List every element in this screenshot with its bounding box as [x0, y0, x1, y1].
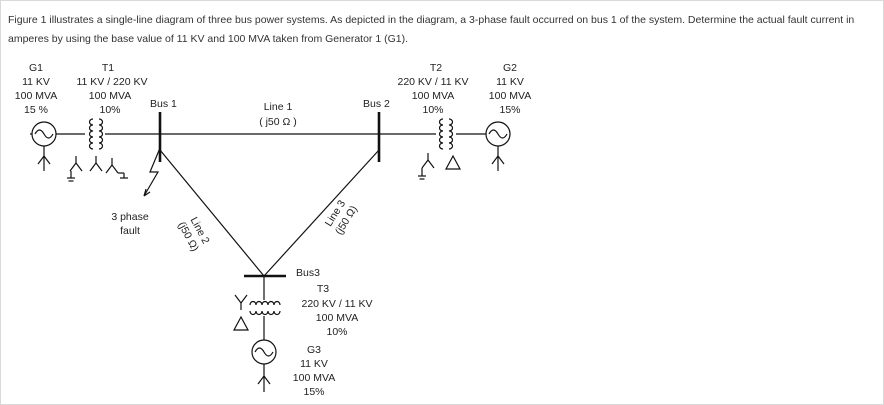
g3-generator-symbol: [251, 339, 277, 392]
g3-rating: 100 MVA: [293, 372, 335, 384]
g1-generator-symbol: [31, 121, 57, 171]
line3-conductor: [263, 149, 380, 277]
line2-conductor: [159, 149, 265, 277]
line2-label-group: Line 2 (j50 Ω): [175, 215, 211, 253]
t2-transformer-symbol: [418, 116, 462, 180]
g2-reactance: 15%: [499, 104, 520, 116]
t3-rating: 100 MVA: [316, 312, 358, 324]
g1-name: G1: [29, 62, 43, 74]
g2-generator-symbol: [485, 121, 511, 171]
t3-reactance: 10%: [326, 326, 347, 338]
t2-rating: 100 MVA: [412, 90, 454, 102]
t3-voltage: 220 KV / 11 KV: [301, 298, 372, 310]
t3-transformer-symbol: [232, 294, 284, 331]
t1-name: T1: [102, 62, 114, 74]
g1-reactance: 15 %: [24, 104, 48, 116]
g1-voltage: 11 KV: [22, 76, 50, 88]
bus2-label: Bus 2: [363, 98, 390, 110]
g2-rating: 100 MVA: [489, 90, 531, 102]
g2-voltage: 11 KV: [496, 76, 524, 88]
line1-name: Line 1: [264, 101, 293, 113]
line3-label-group: Line 3 (j50 Ω): [323, 198, 360, 237]
t3-name: T3: [317, 283, 329, 295]
t2-voltage: 220 KV / 11 KV: [397, 76, 468, 88]
g1-rating: 100 MVA: [15, 90, 57, 102]
fault-label-line1: 3 phase: [111, 211, 149, 223]
bus1-label: Bus 1: [150, 98, 177, 110]
line1-impedance: ( j50 Ω ): [259, 116, 297, 128]
bus3-label: Bus3: [296, 267, 320, 279]
fault-label-line2: fault: [120, 225, 140, 237]
t1-voltage: 11 KV / 220 KV: [76, 76, 147, 88]
t2-reactance: 10%: [422, 104, 443, 116]
t1-transformer-symbol: [67, 116, 128, 182]
question-text: Figure 1 illustrates a single-line diagr…: [8, 14, 855, 45]
t1-rating: 100 MVA: [89, 90, 131, 102]
g3-name: G3: [307, 344, 321, 356]
t1-reactance: 10%: [99, 104, 120, 116]
fault-arrow-icon: [143, 147, 161, 197]
g3-reactance: 15%: [303, 386, 324, 398]
g2-name: G2: [503, 62, 517, 74]
g3-voltage: 11 KV: [300, 358, 328, 370]
t2-name: T2: [430, 62, 442, 74]
